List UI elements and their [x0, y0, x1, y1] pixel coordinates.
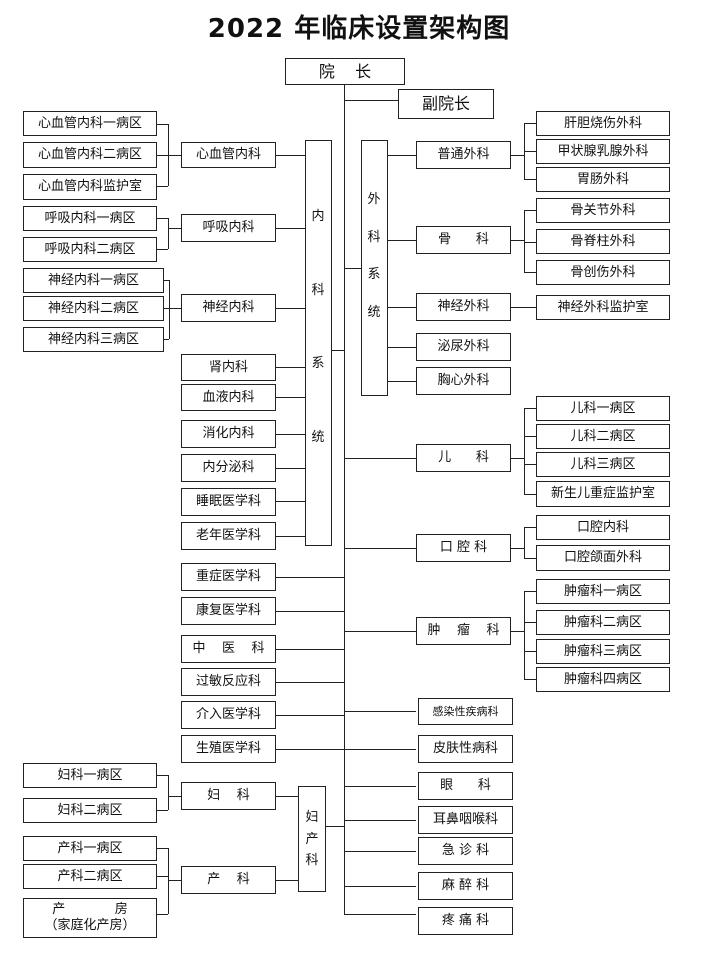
- dept-pediatrics: 儿 科: [416, 444, 511, 472]
- dept-obstetrics: 产 科: [181, 866, 276, 894]
- ward-obs-2: 产科二病区: [23, 864, 157, 889]
- dept-allergy: 过敏反应科: [181, 668, 276, 696]
- ward-peds-2: 儿科二病区: [536, 424, 670, 449]
- dept-neurology: 神经内科: [181, 294, 276, 322]
- surgery-system-box: [361, 140, 388, 396]
- ward-oral-medicine: 口腔内科: [536, 515, 670, 540]
- ward-gastrointestinal: 胃肠外科: [536, 167, 670, 192]
- dept-geriatrics: 老年医学科: [181, 522, 276, 550]
- ward-spine-surgery: 骨脊柱外科: [536, 229, 670, 254]
- dept-ophthalmology: 眼 科: [418, 772, 513, 800]
- dept-urology: 泌尿外科: [416, 333, 511, 361]
- dept-gynecology: 妇 科: [181, 782, 276, 810]
- dept-hematology: 血液内科: [181, 384, 276, 411]
- dept-stomatology: 口 腔 科: [416, 534, 511, 562]
- dept-orthopedics: 骨 科: [416, 226, 511, 254]
- dept-critical-care: 重症医学科: [181, 563, 276, 591]
- ward-resp-2: 呼吸内科二病区: [23, 237, 157, 262]
- dept-emergency: 急 诊 科: [418, 837, 513, 865]
- ward-onc-2: 肿瘤科二病区: [536, 610, 670, 635]
- ward-neuro-3: 神经内科三病区: [23, 327, 164, 352]
- dept-cardiothoracic: 胸心外科: [416, 367, 511, 395]
- dept-neurosurgery: 神经外科: [416, 293, 511, 321]
- dept-rehabilitation: 康复医学科: [181, 597, 276, 625]
- dept-oncology: 肿 瘤 科: [416, 617, 511, 645]
- dept-pain-medicine: 疼 痛 科: [418, 907, 513, 935]
- ward-cardio-2: 心血管内科二病区: [23, 142, 157, 168]
- president-box: 院 长: [285, 58, 405, 85]
- dept-reproductive: 生殖医学科: [181, 735, 276, 763]
- dept-nephrology: 肾内科: [181, 354, 276, 381]
- ward-cardio-1: 心血管内科一病区: [23, 111, 157, 136]
- dept-infectious-disease: 感染性疾病科: [418, 698, 513, 725]
- ward-gyn-2: 妇科二病区: [23, 798, 157, 823]
- dept-sleep-medicine: 睡眠医学科: [181, 488, 276, 516]
- ward-onc-3: 肿瘤科三病区: [536, 639, 670, 664]
- dept-tcm: 中 医 科: [181, 635, 276, 663]
- vice-president-box: 副院长: [398, 89, 494, 119]
- ward-delivery-room: 产 房 （家庭化产房）: [23, 898, 157, 938]
- surgery-system-label: 外 科 系 统: [367, 192, 381, 320]
- ward-cardio-icu: 心血管内科监护室: [23, 174, 157, 200]
- ward-neuro-1: 神经内科一病区: [23, 268, 164, 293]
- page-title: 2022 年临床设置架构图: [207, 14, 511, 44]
- ward-hepatobiliary-burn: 肝胆烧伤外科: [536, 111, 670, 136]
- ward-oral-maxillofacial: 口腔颌面外科: [536, 545, 670, 571]
- ward-resp-1: 呼吸内科一病区: [23, 206, 157, 231]
- ward-nicu: 新生儿重症监护室: [536, 481, 670, 507]
- ward-peds-1: 儿科一病区: [536, 396, 670, 421]
- dept-interventional: 介入医学科: [181, 701, 276, 729]
- ward-obs-1: 产科一病区: [23, 836, 157, 861]
- ward-joint-surgery: 骨关节外科: [536, 198, 670, 223]
- internal-medicine-system-label: 内 科 系 统: [311, 209, 325, 445]
- ward-thyroid-breast: 甲状腺乳腺外科: [536, 139, 670, 164]
- obgyn-system-box: [298, 786, 326, 892]
- dept-respiratory: 呼吸内科: [181, 214, 276, 242]
- dept-cardiology: 心血管内科: [181, 142, 276, 168]
- dept-ent: 耳鼻咽喉科: [418, 806, 513, 834]
- ward-gyn-1: 妇科一病区: [23, 763, 157, 788]
- ward-trauma-surgery: 骨创伤外科: [536, 260, 670, 285]
- ward-onc-1: 肿瘤科一病区: [536, 579, 670, 604]
- ward-peds-3: 儿科三病区: [536, 452, 670, 477]
- ward-neuro-2: 神经内科二病区: [23, 296, 164, 321]
- obgyn-system-label: 妇 产 科: [305, 810, 319, 868]
- ward-onc-4: 肿瘤科四病区: [536, 667, 670, 692]
- dept-endocrinology: 内分泌科: [181, 454, 276, 482]
- dept-gastroenterology: 消化内科: [181, 420, 276, 448]
- internal-medicine-system-box: [305, 140, 332, 546]
- dept-dermatology: 皮肤性病科: [418, 735, 513, 763]
- ward-neurosurgery-icu: 神经外科监护室: [536, 295, 670, 320]
- dept-anesthesiology: 麻 醉 科: [418, 872, 513, 900]
- dept-general-surgery: 普通外科: [416, 141, 511, 169]
